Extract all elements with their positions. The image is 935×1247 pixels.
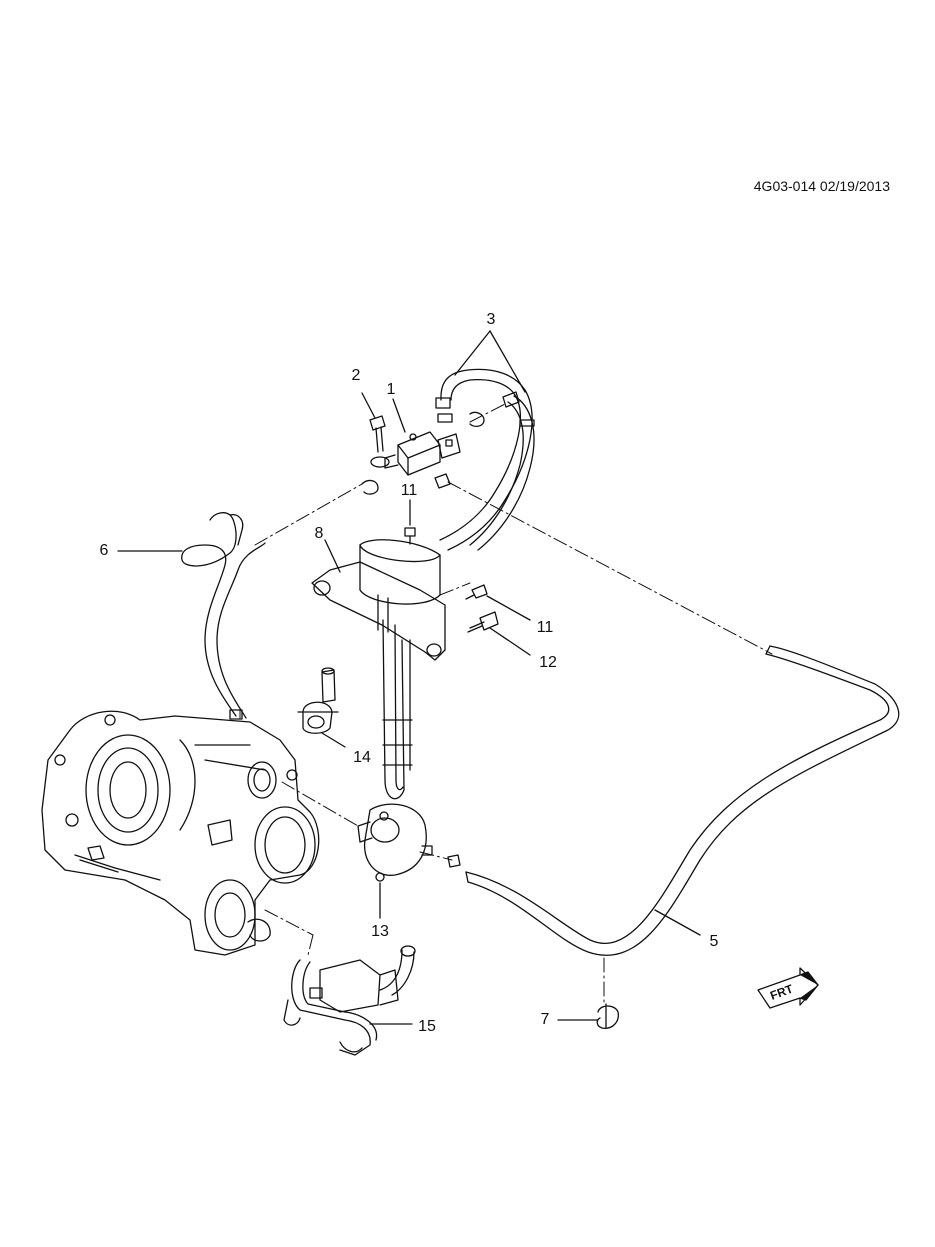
callout-15: 15 [418,1018,436,1035]
canister-8 [311,539,446,800]
hose-5 [465,645,900,956]
turbocharger [41,710,320,956]
bolt-2 [369,415,390,468]
callout-7: 7 [540,1011,550,1028]
valve-assembly-15 [283,945,416,1056]
callout-12: 12 [539,654,557,671]
callout-5: 5 [709,933,719,950]
front-arrow-icon [757,967,819,1009]
hose-6 [181,512,266,720]
clamp-7 [596,1003,619,1029]
callout-14: 14 [353,749,371,766]
solenoid-valve-1 [384,431,461,476]
fitting-14 [297,667,339,734]
callout-3: 3 [486,311,496,328]
callout-13: 13 [371,923,389,940]
leader-lines [117,330,701,1025]
callout-11-top: 11 [400,482,418,499]
valve-13 [357,803,461,882]
hose-clamps [361,411,485,495]
callout-8: 8 [314,525,324,542]
callout-11-right: 11 [536,619,554,636]
hose-3 [435,368,535,551]
callout-1: 1 [386,381,396,398]
bolts-11-12 [404,527,499,633]
alignment-lines [239,403,773,1004]
callout-2: 2 [351,367,361,384]
document-id-date: 4G03-014 02/19/2013 [753,178,890,194]
callout-6: 6 [99,542,109,559]
